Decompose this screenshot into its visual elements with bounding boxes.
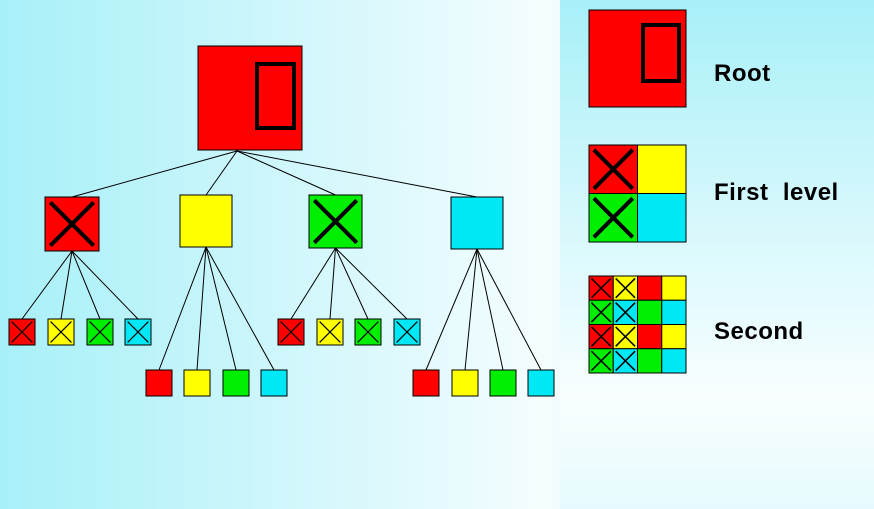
legend-second-level-green-red-cross	[590, 326, 612, 347]
legend-second-level-green-yellow-cross	[615, 326, 636, 347]
second-level-node-green-cyan-cross	[396, 321, 418, 343]
legend-second-level-green-cyan-cross	[615, 350, 636, 372]
second-level-node-green-red-cross	[280, 321, 302, 343]
edge-red-red	[21, 250, 73, 320]
second-level-node-red-red-cross	[11, 321, 33, 343]
second-level-node-green-yellow-cross	[319, 321, 341, 343]
second-level-node-cyan-red	[412, 369, 440, 397]
legend-second-level-red-cyan-cross	[615, 302, 636, 323]
legend-second-level-red-yellow-cross	[615, 277, 636, 299]
edge-green-red	[290, 247, 336, 320]
first-level-node-red-cross	[48, 200, 96, 248]
tree-edges	[21, 150, 542, 371]
edge-cyan-cyan	[476, 248, 542, 371]
second-level-node-red-green-cross	[89, 321, 111, 343]
legend-first-level-red-cross	[592, 148, 635, 191]
legend-first-level-green-cross	[592, 196, 635, 239]
second-level-node-cyan-cyan	[527, 369, 555, 397]
legend-second-level-yellow-cyan	[661, 299, 687, 325]
legend-second-level-label: Second	[714, 318, 804, 345]
legend-second-level-yellow-green	[637, 299, 663, 325]
legend-second-level-red-red-cross	[590, 277, 612, 299]
edge-root-yellow	[205, 150, 238, 196]
edge-yellow-red	[158, 246, 207, 371]
legend-second-level-cyan-green	[637, 348, 663, 374]
second-level-node-red-yellow-cross	[50, 321, 72, 343]
legend-second-level-red-green-cross	[590, 302, 612, 323]
first-level-node-cyan	[450, 196, 504, 250]
edge-yellow-cyan	[205, 246, 275, 371]
second-level-node-cyan-yellow	[451, 369, 479, 397]
edge-green-green	[335, 247, 369, 320]
edge-red-green	[71, 250, 101, 320]
edge-root-red	[71, 150, 238, 198]
legend-second-level-cyan-yellow	[661, 324, 687, 350]
second-level-node-yellow-yellow	[183, 369, 211, 397]
second-level-node-yellow-green	[222, 369, 250, 397]
edge-cyan-red	[425, 248, 478, 371]
edge-root-green	[236, 150, 336, 196]
tree-nodes	[8, 45, 555, 397]
second-level-node-yellow-cyan	[260, 369, 288, 397]
edge-red-yellow	[60, 250, 73, 320]
legend-first-level-label: First level	[714, 179, 839, 206]
legend-first-level-yellow	[637, 144, 687, 194]
edge-cyan-yellow	[464, 248, 478, 371]
edge-root-cyan	[236, 150, 478, 198]
first-level-node-yellow	[179, 194, 233, 248]
legend-root-label: Root	[714, 60, 771, 87]
legend-second-level-yellow-yellow	[661, 275, 687, 301]
edge-green-yellow	[329, 247, 336, 320]
second-level-node-green-green-cross	[357, 321, 379, 343]
first-level-node-green-cross	[312, 198, 359, 245]
legend-second-level-yellow-red	[637, 275, 663, 301]
root-node-frame	[255, 62, 296, 130]
second-level-node-cyan-green	[489, 369, 517, 397]
legend-graphics	[588, 9, 687, 374]
edge-cyan-green	[476, 248, 504, 371]
legend-second-level-cyan-red	[637, 324, 663, 350]
root-node	[197, 45, 303, 151]
legend-root-frame	[641, 23, 681, 83]
legend-first-level-cyan	[637, 193, 687, 243]
edge-green-cyan	[335, 247, 408, 320]
legend-second-level-cyan-cyan	[661, 348, 687, 374]
edge-yellow-yellow	[196, 246, 207, 371]
edge-red-cyan	[71, 250, 139, 320]
legend-second-level-green-green-cross	[590, 350, 612, 372]
edge-yellow-green	[205, 246, 237, 371]
second-level-node-red-cyan-cross	[127, 321, 149, 343]
second-level-node-yellow-red	[145, 369, 173, 397]
